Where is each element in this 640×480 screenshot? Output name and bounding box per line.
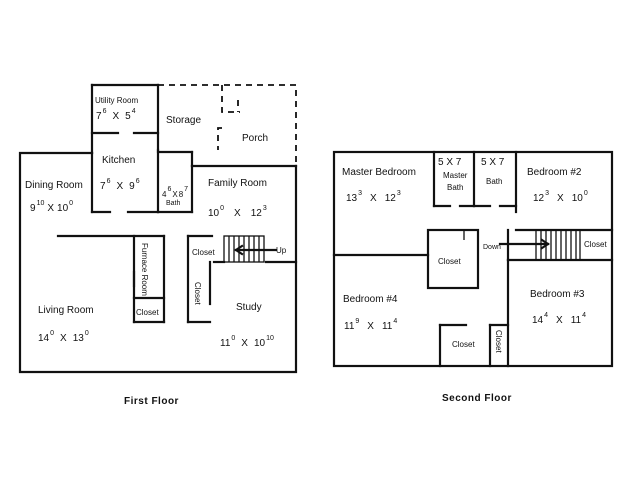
second-floor-caption: Second Floor — [442, 393, 512, 404]
bedroom-2-label: Bedroom #2 — [527, 167, 582, 178]
bath-size: 5 X 7 — [481, 157, 505, 168]
living-room-label: Living Room — [38, 305, 94, 316]
furnace-room-label: Furnace Room — [140, 243, 149, 296]
bath-label-2f: Bath — [486, 177, 503, 186]
study-label: Study — [236, 302, 262, 313]
stair-closet-label: Closet — [192, 248, 215, 257]
master-bath-label-1: Master — [443, 171, 468, 180]
utility-room-label: Utility Room — [95, 96, 139, 105]
porch-label: Porch — [242, 133, 269, 144]
storage-porch-outline — [158, 84, 297, 166]
furnace-closet-label: Closet — [136, 308, 159, 317]
stair-closet-2f-label: Closet — [584, 240, 607, 249]
center-closet-label: Closet — [438, 257, 461, 266]
first-floor-caption: First Floor — [124, 396, 179, 407]
master-bedroom-label: Master Bedroom — [342, 167, 416, 178]
bottom-closet-label: Closet — [452, 340, 475, 349]
master-bath-size: 5 X 7 — [438, 157, 462, 168]
family-room-label: Family Room — [208, 178, 267, 189]
storage-label: Storage — [166, 115, 202, 126]
second-floor-walls — [332, 150, 614, 368]
bath-dimensions: 46X87 — [162, 186, 189, 199]
up-label: Up — [276, 246, 287, 255]
master-bath-label-2: Bath — [447, 183, 464, 192]
dining-room-label: Dining Room — [25, 180, 83, 191]
bottom-closet-vertical-label: Closet — [494, 330, 503, 353]
first-floor-walls — [18, 83, 298, 374]
bath-label: Bath — [166, 200, 181, 207]
down-label: Down — [483, 244, 501, 251]
kitchen-label: Kitchen — [102, 155, 136, 166]
bedroom-3-label: Bedroom #3 — [530, 289, 585, 300]
first-floor-stairs — [223, 235, 278, 263]
second-floor-stairs — [498, 229, 581, 261]
study-closet-label: Closet — [193, 282, 202, 305]
bedroom-4-label: Bedroom #4 — [343, 294, 398, 305]
